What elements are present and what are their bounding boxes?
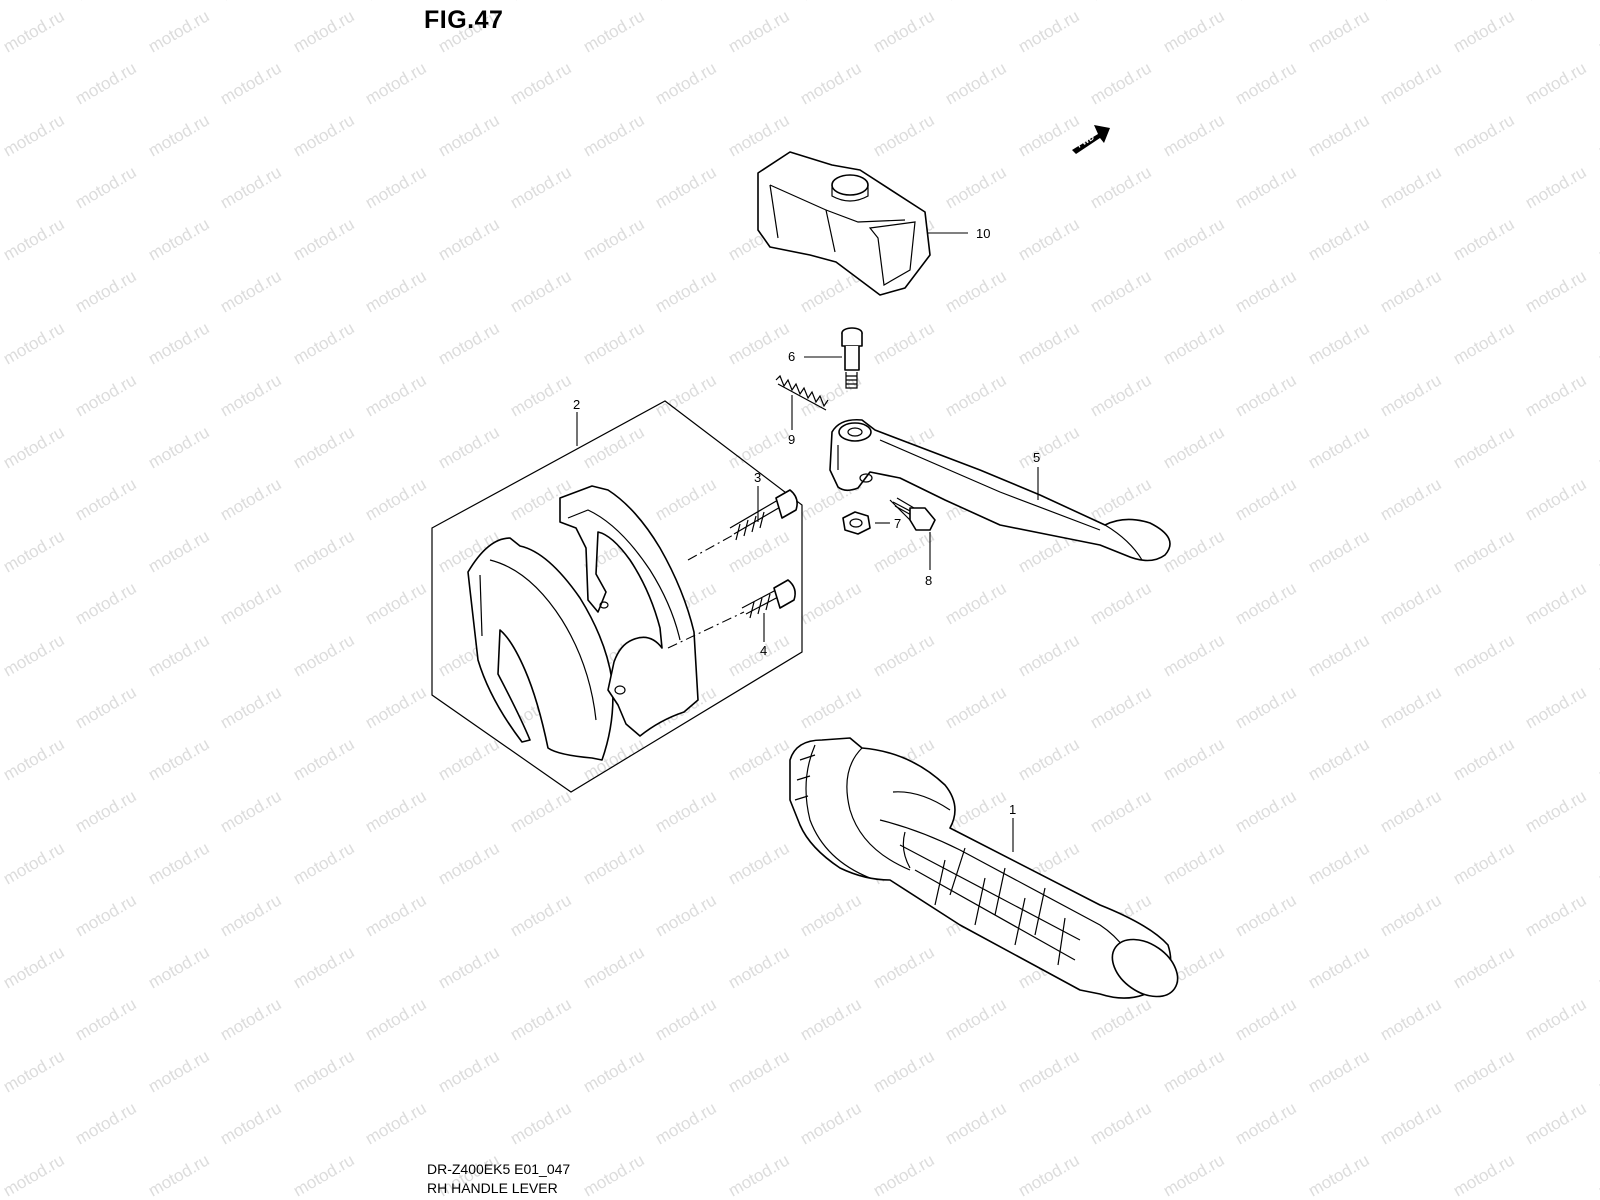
adjuster-bolt-part: [889, 497, 936, 531]
long-screw-part: [687, 489, 798, 561]
callout-2: 2: [573, 397, 580, 412]
model-code: DR-Z400EK5 E01_047: [427, 1161, 571, 1177]
callout-9: 9: [788, 432, 795, 447]
nut-part: [842, 511, 871, 535]
grip-part: [789, 737, 1179, 999]
lever-cover-part: [757, 151, 931, 296]
clamp-half-right: [559, 485, 699, 737]
callout-10: 10: [976, 226, 990, 241]
lever-part: [829, 418, 1171, 562]
clamp-half-left: [467, 537, 614, 761]
short-screw-part: [667, 579, 796, 649]
callout-4: 4: [760, 643, 767, 658]
pivot-bolt-part: [841, 327, 863, 389]
section-name: RH HANDLE LEVER: [427, 1180, 558, 1196]
callout-5: 5: [1033, 450, 1040, 465]
callout-7: 7: [894, 516, 901, 531]
callout-6: 6: [788, 349, 795, 364]
spring-part: [775, 374, 829, 411]
callout-1: 1: [1009, 802, 1016, 817]
callout-8: 8: [925, 573, 932, 588]
holder-set-frame: [431, 400, 803, 793]
figure-title: FIG.47: [424, 6, 504, 34]
callout-3: 3: [754, 470, 761, 485]
fwd-arrow-icon: FWD: [1072, 125, 1110, 154]
